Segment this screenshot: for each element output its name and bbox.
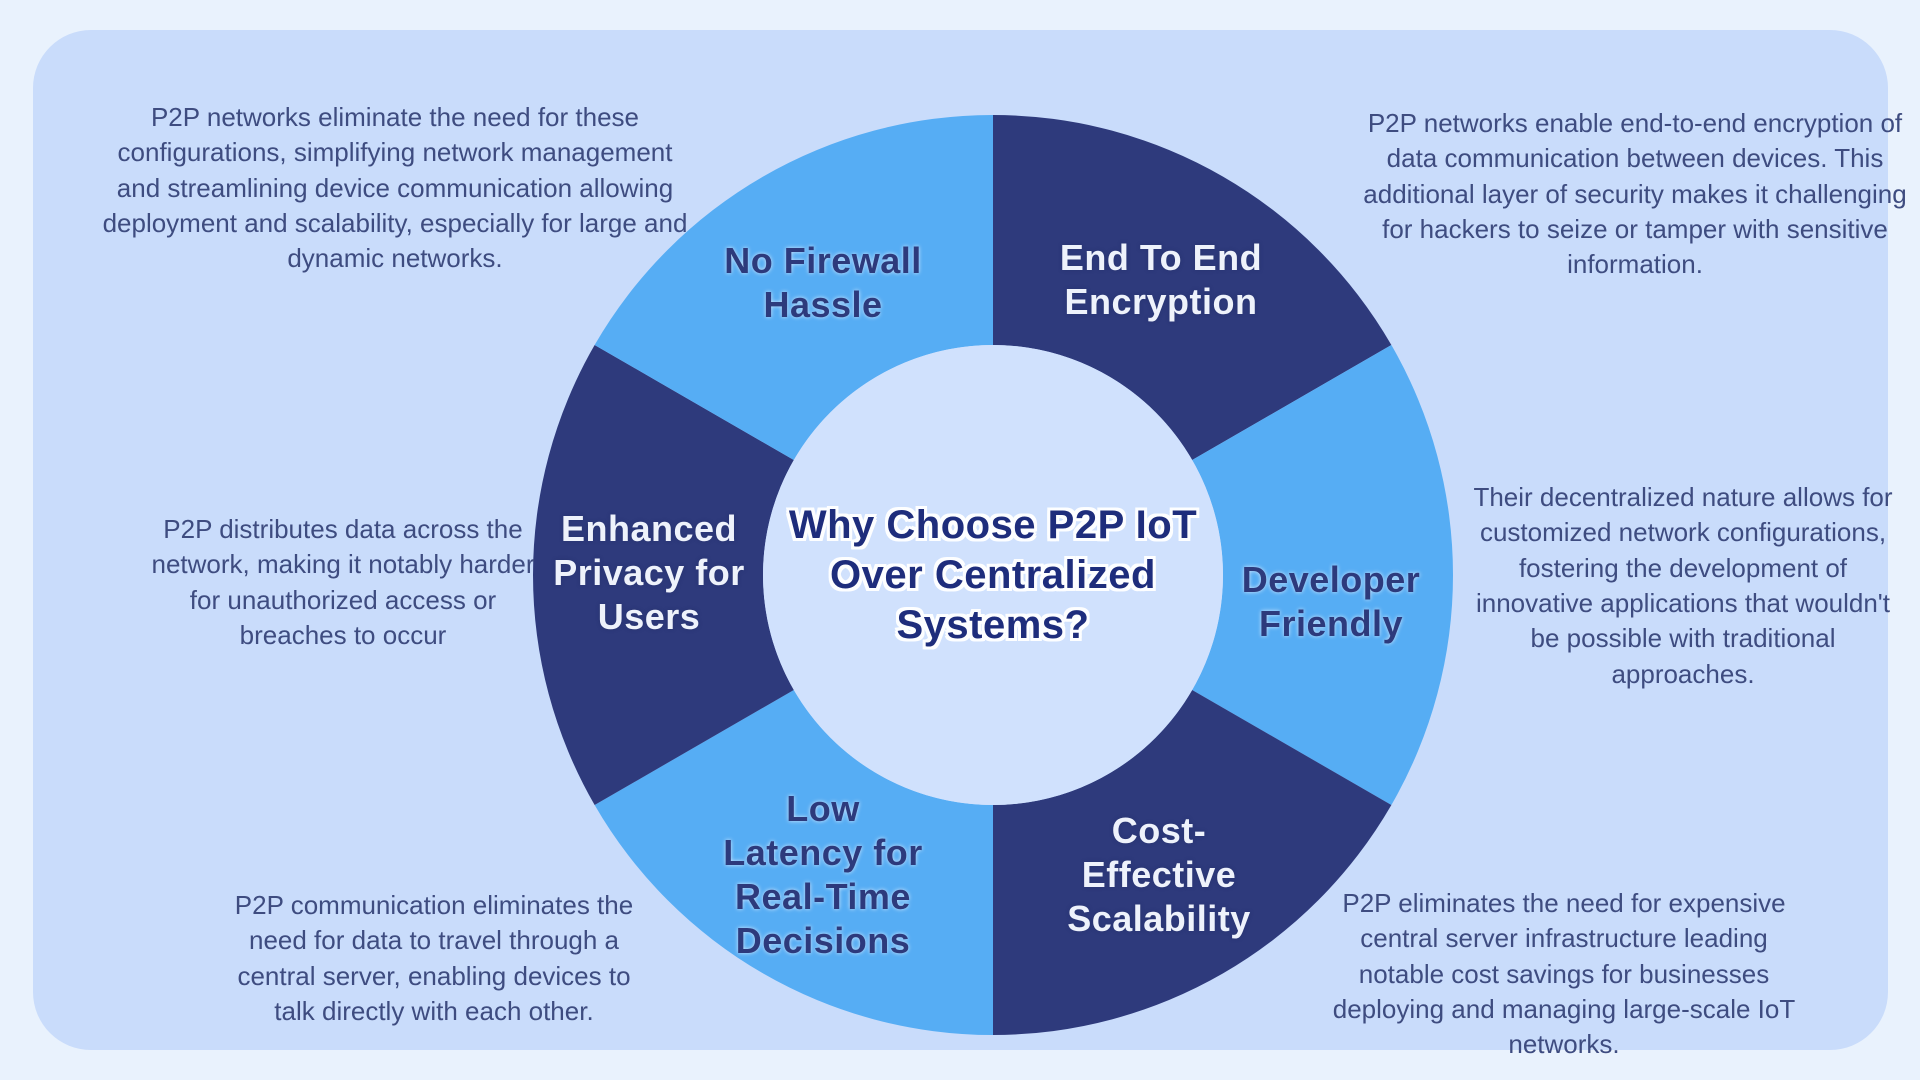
donut-chart — [533, 115, 1453, 1035]
description-enhanced-privacy: P2P distributes data across the network,… — [151, 514, 535, 651]
description-end-to-end-encryption: P2P networks enable end-to-end encryptio… — [1363, 108, 1907, 280]
donut-inner-circle — [763, 345, 1223, 805]
donut-segment-no-firewall-hassle — [594, 115, 993, 460]
segment-label-cost-effective-scalability: Cost- Effective Scalability — [1067, 810, 1251, 939]
infographic-card: Why Choose P2P IoT Over Centralized Syst… — [33, 30, 1907, 1059]
segment-label-developer-friendly: Developer Friendly — [1241, 559, 1421, 644]
chart-title: Why Choose P2P IoT Over Centralized Syst… — [788, 503, 1198, 647]
donut-segment-developer-friendly — [1192, 345, 1453, 805]
donut-segment-enhanced-privacy — [533, 345, 794, 805]
description-low-latency: P2P communication eliminates the need fo… — [234, 890, 634, 1027]
segment-label-no-firewall-hassle: No Firewall Hassle — [724, 240, 922, 325]
description-no-firewall-hassle: P2P networks eliminate the need for thes… — [102, 102, 688, 274]
description-cost-effective-scalability: P2P eliminates the need for expensive ce… — [1332, 888, 1796, 1060]
description-developer-friendly: Their decentralized nature allows for cu… — [1473, 482, 1893, 689]
donut-segment-low-latency — [594, 690, 993, 1035]
donut-segment-end-to-end-encryption — [993, 115, 1392, 460]
donut-segment-cost-effective-scalability — [993, 690, 1392, 1035]
segment-label-low-latency: Low Latency for Real-Time Decisions — [723, 788, 923, 961]
segment-label-end-to-end-encryption: End To End Encryption — [1059, 237, 1263, 322]
segment-label-enhanced-privacy: Enhanced Privacy for Users — [553, 508, 745, 637]
